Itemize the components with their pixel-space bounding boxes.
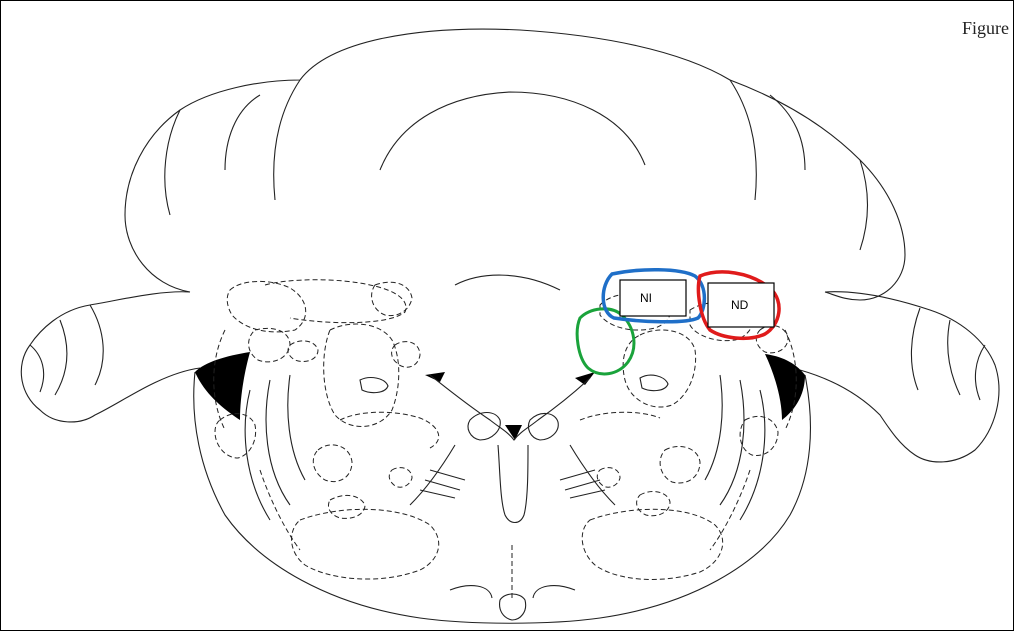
midline-black-ventricle (505, 425, 522, 440)
right-lateral-lobe (800, 292, 999, 462)
cerebellum-folia (165, 80, 868, 250)
left-dashed-nuclei (214, 280, 439, 579)
right-lobe-folia (911, 308, 985, 400)
left-lateral-lobe (21, 292, 200, 422)
ni-label: NI (640, 291, 652, 305)
left-black-notch (425, 372, 445, 382)
right-black-recess (765, 354, 805, 420)
left-lobe-folia (30, 305, 103, 395)
lateral-fiber-bands (245, 375, 765, 520)
left-black-recess (195, 352, 250, 420)
nd-label: ND (731, 298, 749, 312)
cerebellum-outline (125, 29, 905, 300)
vermis-arc (380, 92, 645, 170)
midline-structures (410, 413, 615, 621)
right-dashed-nuclei (580, 294, 796, 580)
ni-label-box (620, 280, 686, 316)
midline-fissure (455, 275, 560, 290)
